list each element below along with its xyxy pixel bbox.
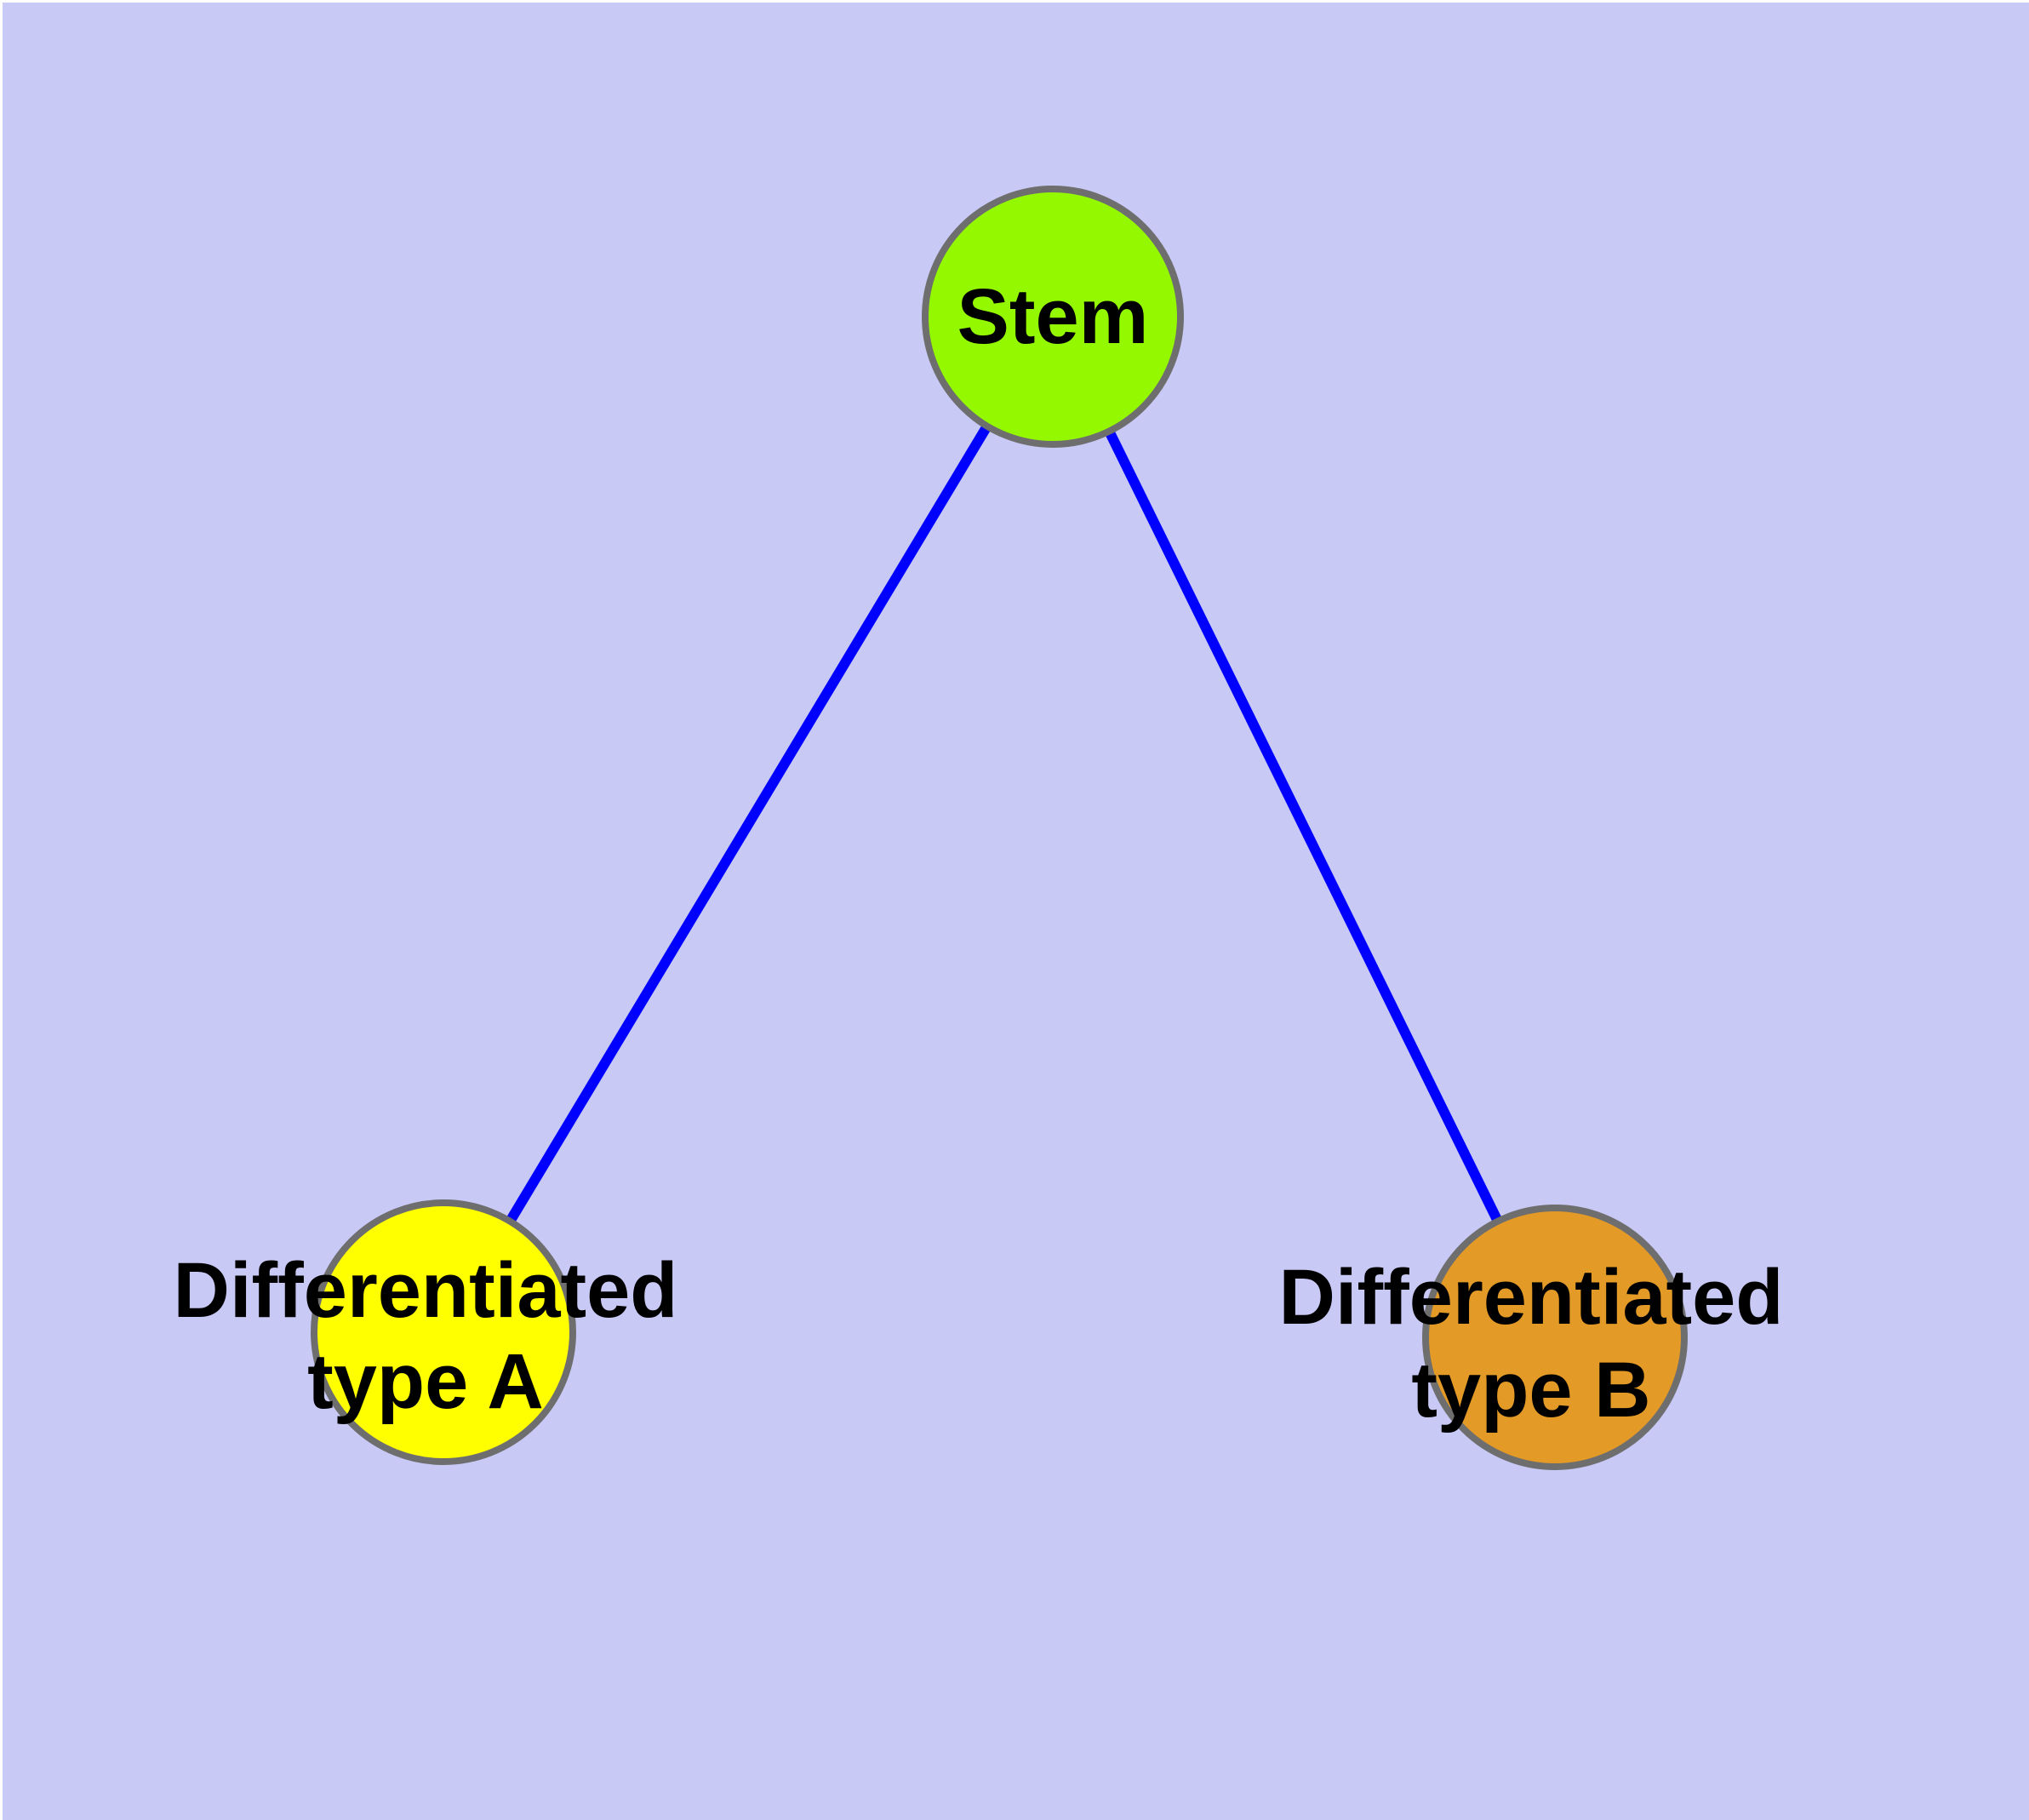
- node-differentiated-type-b: [1422, 1205, 1688, 1470]
- node-type-a-label-line-2: type A: [307, 1338, 544, 1425]
- node-type-a-label-line-1: Differentiated: [174, 1247, 678, 1334]
- node-stem-label: Stem: [957, 273, 1149, 360]
- node-stem: [922, 186, 1184, 448]
- node-type-b-label-line-2: type B: [1411, 1347, 1650, 1434]
- edge-stem-to-type-b: [1048, 314, 1560, 1340]
- node-differentiated-type-a: [311, 1199, 576, 1465]
- node-type-b-label-line-1: Differentiated: [1279, 1254, 1784, 1341]
- edge-stem-to-type-a: [438, 313, 1058, 1336]
